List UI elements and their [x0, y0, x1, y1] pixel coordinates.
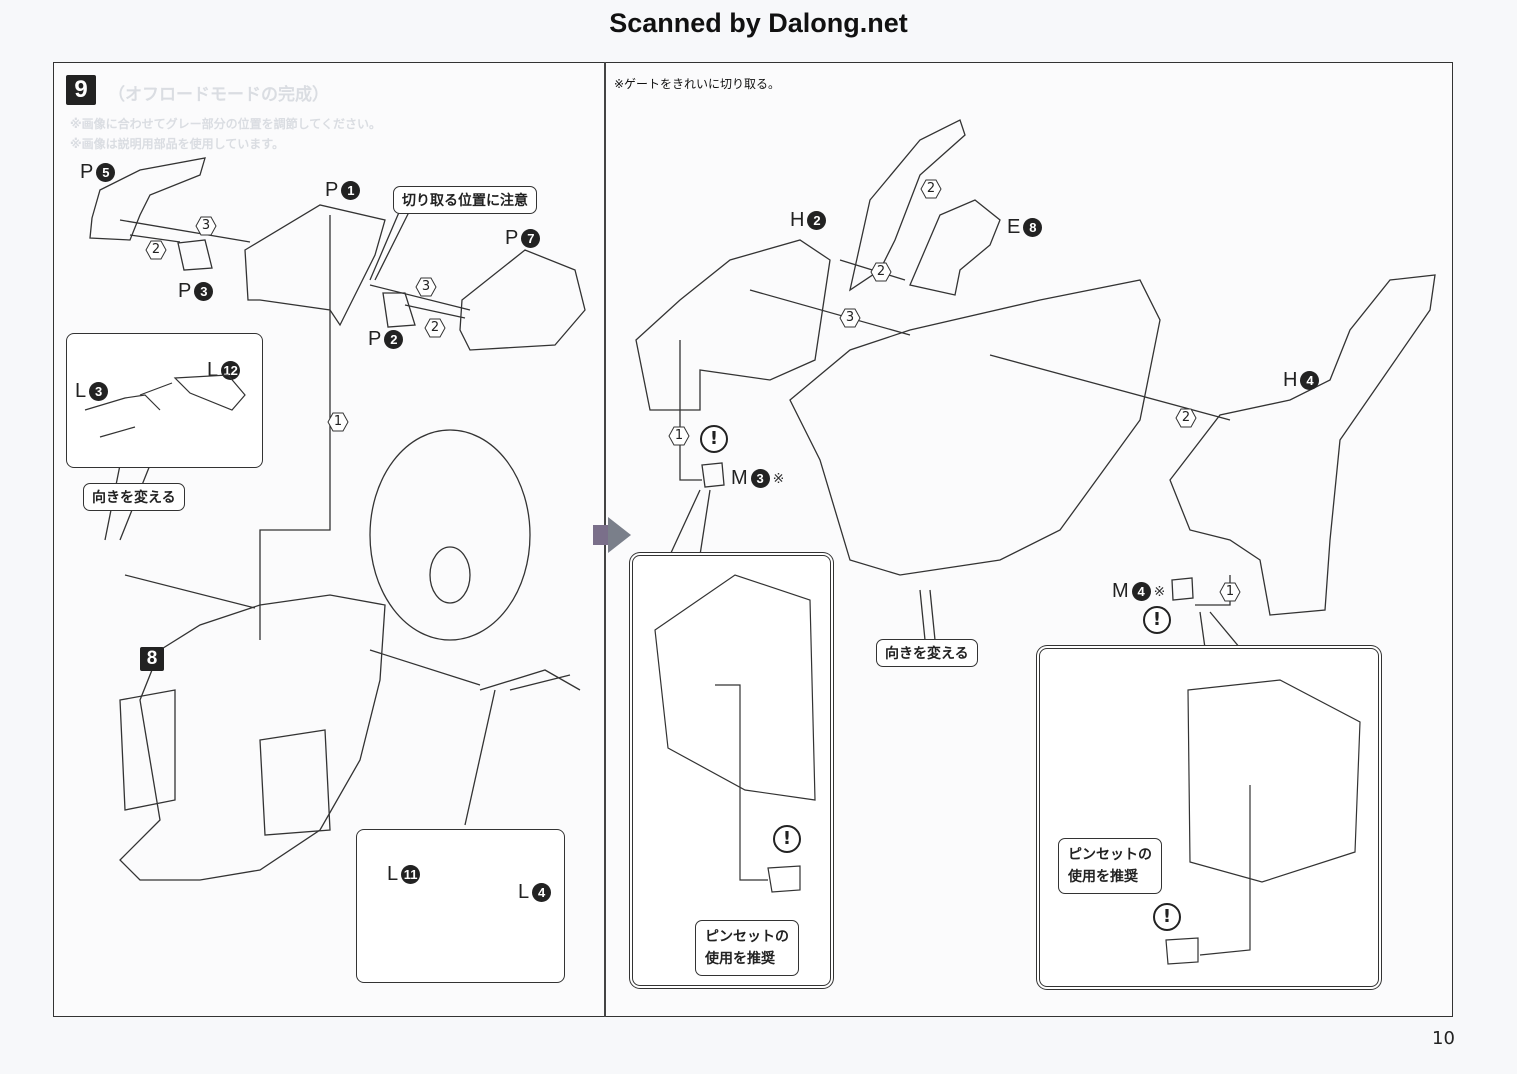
callout-change-direction-right: 向きを変える	[876, 639, 978, 667]
part-letter: P	[80, 161, 94, 183]
part-label-p2: P 2	[368, 328, 404, 351]
part-number: 7	[521, 229, 541, 248]
part-letter: L	[387, 863, 399, 885]
part-letter: P	[505, 227, 519, 249]
part-label-m3: M 3 ※	[731, 467, 784, 490]
part-label-l11: L 11	[387, 863, 421, 886]
part-letter: H	[790, 209, 805, 231]
step-number-badge: 9	[66, 75, 96, 105]
sequence-marker-2: 2	[145, 240, 167, 260]
part-number: 2	[384, 330, 404, 349]
part-number: 4	[532, 883, 552, 902]
part-label-p3: P 3	[178, 280, 214, 303]
part-letter: M	[1112, 580, 1129, 602]
part-letter: L	[207, 359, 219, 381]
callout-cut-position: 切り取る位置に注意	[393, 186, 537, 214]
part-label-p5: P 5	[80, 161, 116, 184]
ghost-note-2: ※画像は説明用部品を使用しています。	[70, 137, 285, 151]
part-number: 3	[194, 282, 214, 301]
part-number: 4	[1131, 582, 1151, 601]
ghost-step-title: （オフロードモードの完成）	[108, 85, 329, 105]
part-letter: L	[75, 380, 87, 402]
part-label-l4: L 4	[518, 881, 552, 904]
callout-line-1: ピンセットの	[705, 929, 789, 945]
ghost-note-1: ※画像に合わせてグレー部分の位置を調節してください。	[70, 117, 381, 131]
next-step-arrow-icon	[593, 517, 631, 553]
part-number: 3	[750, 469, 770, 488]
part-letter: P	[368, 328, 382, 350]
part-letter: E	[1007, 216, 1021, 238]
sequence-marker-2: 2	[1175, 408, 1197, 428]
sequence-marker-1: 1	[668, 426, 690, 446]
callout-tweezers-left: ピンセットの 使用を推奨	[695, 920, 799, 976]
part-label-p1: P 1	[325, 179, 361, 202]
sequence-marker-3: 3	[415, 277, 437, 297]
sequence-marker-3: 3	[839, 308, 861, 328]
sequence-marker-3: 3	[195, 216, 217, 236]
part-label-h2: H 2	[790, 209, 827, 232]
part-label-l3: L 3	[75, 380, 109, 403]
gate-cut-note: ※ゲートをきれいに切り取る。	[614, 77, 781, 91]
part-letter: L	[518, 881, 530, 903]
part-letter: M	[731, 467, 748, 489]
callout-line-1: ピンセットの	[1068, 847, 1152, 863]
page-number: 10	[1432, 1028, 1455, 1049]
part-number: 8	[1023, 218, 1043, 237]
caution-icon: !	[773, 825, 801, 853]
part-label-m4: M 4 ※	[1112, 580, 1165, 603]
part-label-e8: E 8	[1007, 216, 1043, 239]
part-number: 3	[89, 382, 109, 401]
part-number: 11	[401, 865, 421, 884]
part-number: 1	[341, 181, 361, 200]
sequence-marker-1: 1	[1219, 582, 1241, 602]
callout-change-direction: 向きを変える	[83, 483, 185, 511]
scan-watermark: Scanned by Dalong.net	[609, 8, 908, 38]
sequence-marker-2: 2	[424, 318, 446, 338]
caution-icon: !	[700, 425, 728, 453]
part-number: 2	[807, 211, 827, 230]
note-mark: ※	[772, 470, 785, 486]
callout-tweezers-right: ピンセットの 使用を推奨	[1058, 838, 1162, 894]
part-label-p7: P 7	[505, 227, 541, 250]
part-letter: H	[1283, 369, 1298, 391]
part-number: 4	[1300, 371, 1320, 390]
inset-l11-l4	[356, 829, 565, 983]
part-label-h4: H 4	[1283, 369, 1320, 392]
sequence-marker-2: 2	[920, 179, 942, 199]
part-number: 5	[96, 163, 116, 182]
sequence-marker-1: 1	[327, 412, 349, 432]
part-letter: P	[325, 179, 339, 201]
part-letter: P	[178, 280, 192, 302]
sequence-marker-2: 2	[870, 262, 892, 282]
inset-m4-detail	[1039, 648, 1379, 987]
caution-icon: !	[1143, 606, 1171, 634]
sub-step-badge: 8	[140, 647, 164, 671]
part-number: 12	[221, 361, 241, 380]
caution-icon: !	[1153, 903, 1181, 931]
callout-line-2: 使用を推奨	[1068, 869, 1138, 885]
part-label-l12: L 12	[207, 359, 241, 382]
callout-line-2: 使用を推奨	[705, 951, 775, 967]
note-mark: ※	[1153, 583, 1166, 599]
